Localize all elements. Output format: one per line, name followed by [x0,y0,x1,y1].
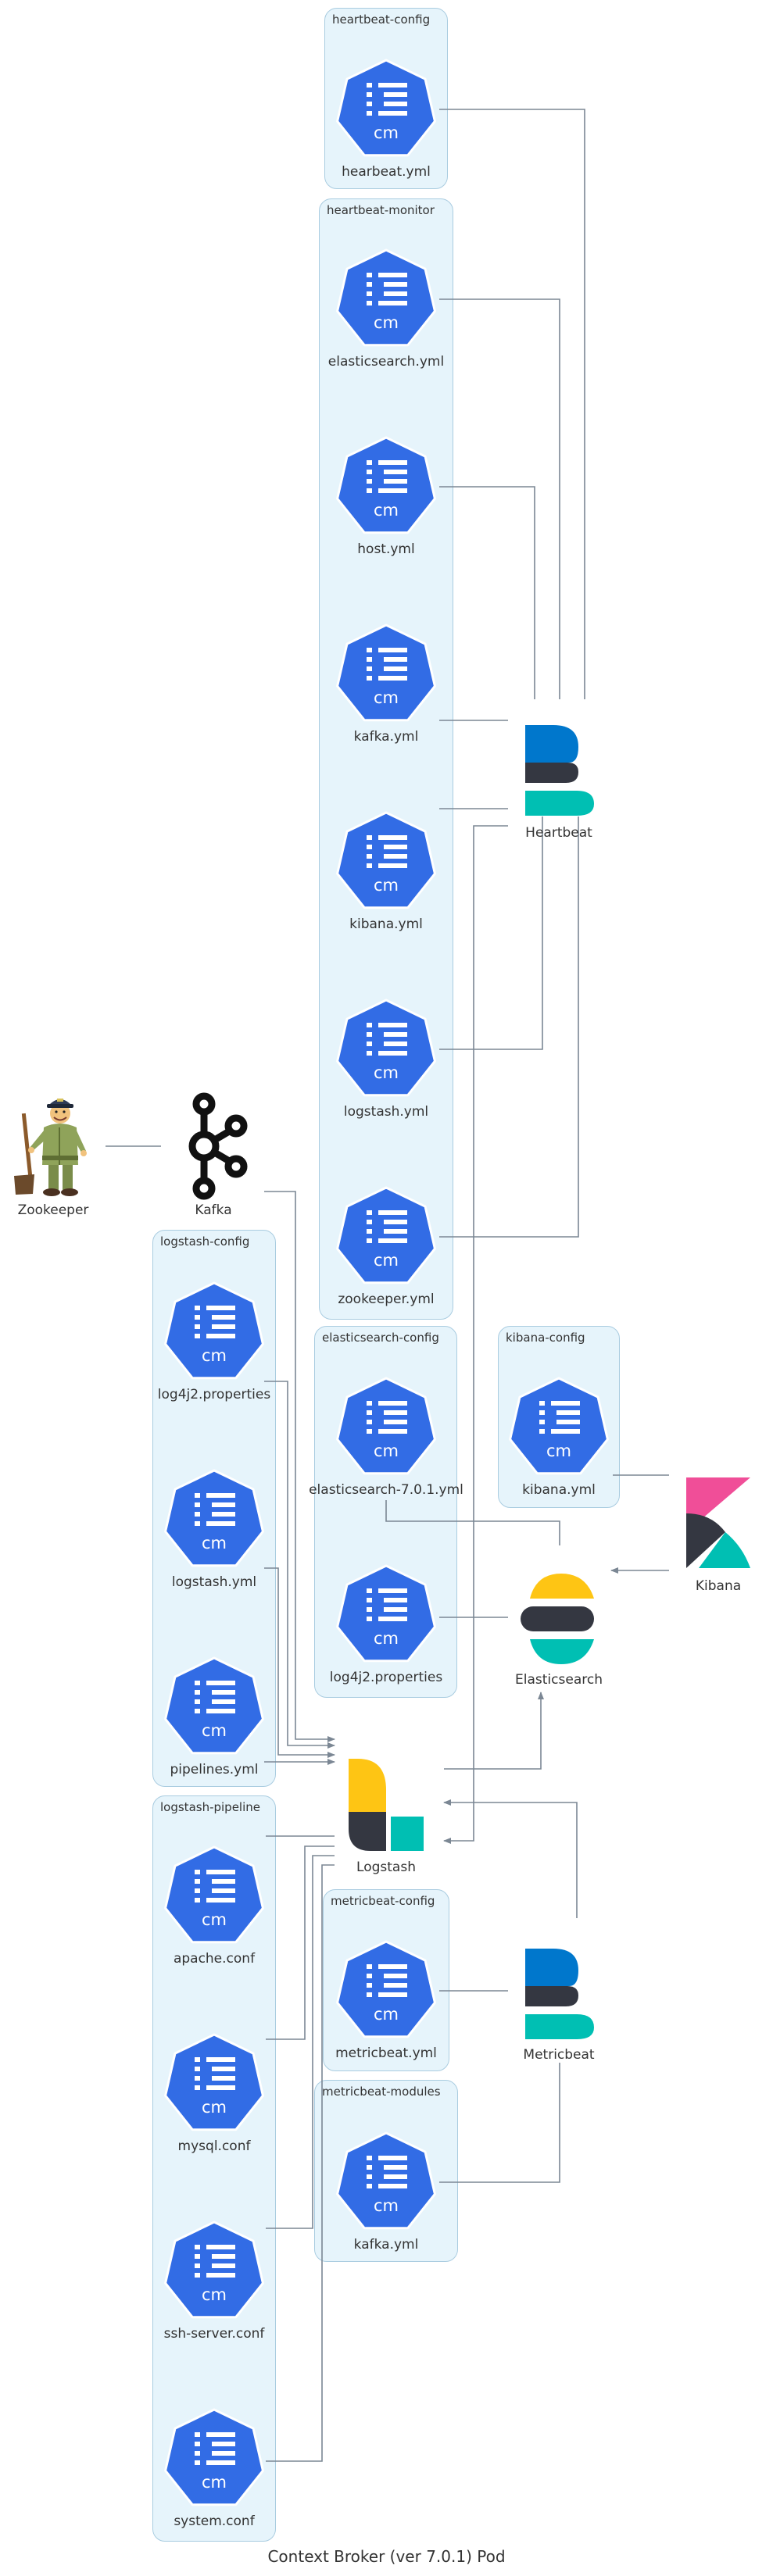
configmap-glyph-text: cm [202,2473,227,2492]
configmap-icon: cm [163,1281,265,1383]
cluster-label: metricbeat-config [331,1894,435,1908]
configmap-icon: cm [335,1377,437,1478]
configmap-label: mysql.conf [177,2138,251,2154]
kibana-icon [682,1474,755,1571]
configmap-icon: cm [335,248,437,350]
cluster-label: elasticsearch-config [322,1331,439,1345]
configmap-label: logstash.yml [343,1104,429,1120]
configmap-label: elasticsearch.yml [327,354,445,370]
elasticsearch-icon [516,1572,602,1666]
configmap-icon: cm [335,1940,437,2042]
configmap-label: pipelines.yml [170,1762,259,1777]
configmap-glyph-text: cm [202,1346,227,1365]
configmap-glyph-text: cm [374,501,399,520]
configmap-icon: cm [335,59,437,160]
kafka-label: Kafka [195,1202,232,1218]
metricbeat-icon [522,1947,596,2041]
configmap-glyph-text: cm [374,1629,399,1648]
heartbeat-icon [522,723,596,817]
configmap-icon: cm [163,1656,265,1758]
zookeeper-icon [11,1090,97,1199]
edge-hb-host-to-heartbeat [439,486,535,699]
edge-hb-elasticsearch-to-heartbeat [439,298,560,699]
metricbeat-label: Metricbeat [523,2047,595,2063]
configmap-glyph-text: cm [374,688,399,707]
logstash-label: Logstash [356,1860,416,1875]
edge-logstash-to-elasticsearch [444,1692,544,1770]
configmap-glyph-text: cm [202,1721,227,1740]
cluster-label: kibana-config [506,1331,585,1345]
configmap-label: kibana.yml [522,1482,596,1498]
configmap-label: apache.conf [173,1951,256,1967]
configmap-label: log4j2.properties [157,1387,271,1402]
configmap-icon: cm [335,2131,437,2233]
configmap-icon: cm [163,2221,265,2322]
configmap-icon: cm [335,1186,437,1288]
edge-hb-zookeeper-to-heartbeat [439,816,579,1238]
configmap-label: zookeeper.yml [338,1292,435,1307]
configmap-label: kafka.yml [353,2237,419,2253]
edge-metricbeat-to-logstash [443,1799,578,1918]
kibana-label: Kibana [695,1578,742,1594]
configmap-glyph-text: cm [374,1442,399,1460]
configmap-glyph-text: cm [374,876,399,895]
configmap-label: logstash.yml [171,1574,257,1590]
cluster-heartbeat-monitor: heartbeat-monitor [319,198,453,1320]
configmap-glyph-text: cm [374,1063,399,1082]
cluster-label: metricbeat-modules [322,2085,441,2099]
configmap-glyph-text: cm [374,2005,399,2024]
configmap-icon: cm [163,1845,265,1947]
configmap-glyph-text: cm [374,1251,399,1270]
cluster-label: logstash-config [160,1234,250,1249]
configmap-icon: cm [335,1564,437,1666]
cluster-label: heartbeat-monitor [327,203,435,217]
configmap-icon: cm [335,999,437,1100]
elasticsearch-label: Elasticsearch [515,1672,603,1688]
configmap-icon: cm [335,436,437,538]
configmap-glyph-text: cm [546,1442,571,1460]
cluster-label: logstash-pipeline [160,1800,260,1814]
configmap-icon: cm [163,1469,265,1570]
configmap-icon: cm [335,623,437,725]
configmap-glyph-text: cm [374,313,399,332]
configmap-glyph-text: cm [202,2098,227,2117]
edge-heartbeat-config-to-heartbeat [439,109,585,699]
configmap-glyph-text: cm [202,2285,227,2304]
configmap-glyph-text: cm [374,2196,399,2215]
configmap-label: ssh-server.conf [163,2326,265,2342]
configmap-icon: cm [335,811,437,913]
configmap-label: host.yml [357,541,415,557]
configmap-icon: cm [508,1377,610,1478]
diagram-caption: Context Broker (ver 7.0.1) Pod [267,2547,506,2566]
configmap-label: kafka.yml [353,729,419,745]
configmap-label: system.conf [174,2513,255,2529]
logstash-icon [347,1757,427,1853]
configmap-glyph-text: cm [202,1534,227,1552]
configmap-label: hearbeat.yml [342,164,431,180]
configmap-icon: cm [163,2033,265,2135]
configmap-label: elasticsearch-7.0.1.yml [309,1482,463,1498]
edge-hb-logstash-to-heartbeat [439,816,543,1050]
configmap-glyph-text: cm [202,1910,227,1929]
heartbeat-label: Heartbeat [525,825,592,841]
configmap-label: metricbeat.yml [335,2045,437,2061]
cluster-label: heartbeat-config [332,13,431,27]
kafka-icon [178,1091,249,1201]
configmap-icon: cm [163,2408,265,2510]
configmap-label: log4j2.properties [329,1670,443,1685]
configmap-glyph-text: cm [374,123,399,142]
configmap-label: kibana.yml [349,916,423,932]
zookeeper-label: Zookeeper [17,1202,89,1218]
